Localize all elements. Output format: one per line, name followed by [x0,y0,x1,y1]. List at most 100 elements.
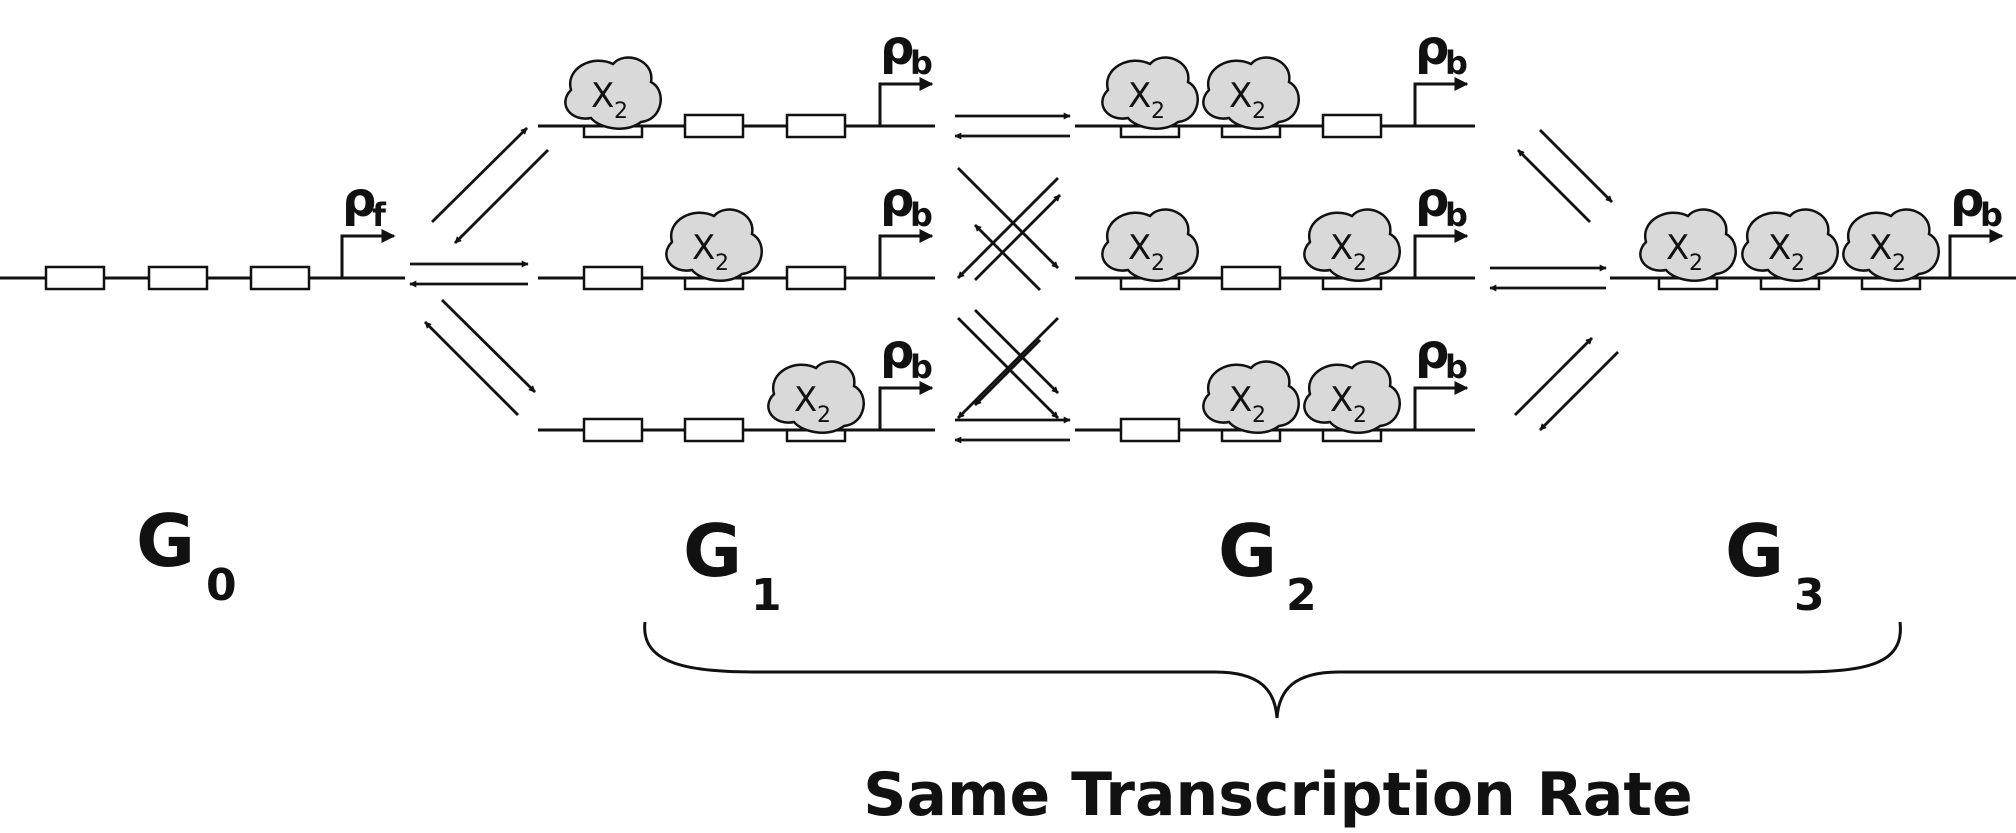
protein-label-sub: 2 [1791,251,1805,276]
occupied-site [1657,278,1719,291]
empty-binding-site [147,265,209,291]
protein-blob [1741,208,1839,282]
promoter-rate-subscript: b [1445,44,1468,82]
protein-label: X [1128,76,1151,116]
state-label-g0: G 0 [136,499,237,611]
protein-label-sub: 2 [1252,99,1266,124]
empty-binding-site [44,265,106,291]
promoter-rate-symbol: ρ [1415,172,1449,228]
protein-label-sub: 2 [1353,403,1367,428]
arrow-g2c-g3-reverse [1539,351,1619,431]
state-label-g3-main: G [1725,509,1784,593]
arrow-g2a-g3-reverse [1517,149,1591,223]
promoter-rate-subscript: b [910,196,933,234]
occupied-site [1860,278,1922,291]
promoter-rate-symbol: ρ [880,324,914,380]
occupied-site [1119,278,1181,291]
promoter-rate-symbol: ρ [1415,20,1449,76]
protein-label-sub: 2 [1689,251,1703,276]
occupied-site [683,278,745,291]
state-label-g0-main: G [136,499,195,583]
arrow-g0-g1a-forward [431,127,528,223]
state-label-g2-sub: 2 [1286,570,1317,621]
promoter-arrow-g2-b [1413,229,1469,278]
protein-blob [1639,208,1737,282]
empty-binding-site [1119,417,1181,443]
protein-blob [1202,360,1300,434]
promoter-rate-symbol: ρ [342,172,376,228]
protein-label: X [1666,228,1689,268]
protein-blob [1202,56,1300,130]
promoter-rate-subscript: b [1445,196,1468,234]
arrow-g1c-g2b-reverse [957,317,1059,419]
occupied-site [1119,126,1181,139]
promoter-arrow-g1-a [878,77,934,126]
reaction-arrows [409,112,1619,444]
arrow-g1c-g2b-forward [974,339,1041,406]
protein-blob [1842,208,1940,282]
protein-blob [1303,360,1401,434]
occupied-site [785,430,847,443]
state-label-g2: G 2 [1218,509,1317,621]
empty-binding-site [1321,113,1383,139]
protein-label: X [1229,380,1252,420]
arrow-g1a-g2b-reverse [974,224,1041,291]
promoter-arrow-g2-a [1413,77,1469,126]
empty-binding-site [249,265,311,291]
promoter-rate-subscript: b [910,44,933,82]
protein-label-sub: 2 [1353,251,1367,276]
promoter-rate-symbol: ρ [880,172,914,228]
occupied-site [1321,430,1383,443]
promoter-rate-subscript: b [1445,348,1468,386]
binding-sites [44,113,1922,443]
arrow-g1b-g2a-reverse-long [957,177,1059,279]
state-label-g3-sub: 3 [1794,570,1825,621]
arrow-g0-g1c-reverse [424,321,519,416]
protein-blob [665,208,763,282]
empty-binding-site [582,265,644,291]
state-label-g0-sub: 0 [206,560,237,611]
arrow-g1a-g2b-forward [957,167,1059,269]
state-label-g1-main: G [683,509,742,593]
promoter-rate-symbol: ρ [1415,324,1449,380]
promoter-arrow-g1-c [878,381,934,430]
promoter-rate-subscript: b [910,348,933,386]
arrow-g0-g1a-reverse [454,149,549,244]
protein-label: X [1330,228,1353,268]
protein-blob [564,56,662,130]
brace-label: Same Transcription Rate [863,760,1692,830]
promoter-rate-subscript: b [1980,196,2003,234]
promoter-arrow-g3 [1948,229,2004,278]
protein-label: X [1869,228,1892,268]
occupied-site [1759,278,1821,291]
protein-label-sub: 2 [715,251,729,276]
protein-blob [1101,56,1199,130]
protein-label: X [591,76,614,116]
promoter-arrow-g2-c [1413,381,1469,430]
state-label-g3: G 3 [1725,509,1825,621]
protein-blob [1101,208,1199,282]
occupied-site [1321,278,1383,291]
protein-label: X [1768,228,1791,268]
protein-label: X [1229,76,1252,116]
protein-label-sub: 2 [1252,403,1266,428]
state-label-g2-main: G [1218,509,1277,593]
arrow-g1b-g2a-forward [974,194,1061,281]
empty-binding-site [683,417,745,443]
promoter-rate-subscript: f [372,196,387,234]
promoter-rate-symbol: ρ [1950,172,1984,228]
empty-binding-site [785,113,847,139]
